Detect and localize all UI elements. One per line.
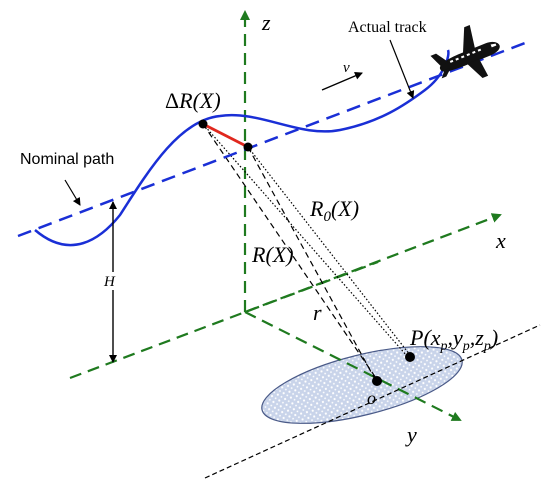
delta-r-segment xyxy=(202,122,249,149)
h-label: H xyxy=(103,274,116,290)
x-axis-near xyxy=(69,260,379,380)
velocity-label: v xyxy=(343,60,350,76)
target-point xyxy=(405,352,415,362)
r0-line-a xyxy=(202,123,408,357)
r-label: r xyxy=(313,300,322,325)
delta-r-label: ΔR(X) xyxy=(165,88,221,113)
x-axis-label: x xyxy=(495,228,506,253)
axes xyxy=(69,10,502,421)
nominal-path-label: Nominal path xyxy=(20,151,114,168)
actual-track-leader xyxy=(389,39,415,99)
range-lines xyxy=(202,123,411,382)
r0-label: R0(X) xyxy=(309,196,359,225)
velocity-arrow xyxy=(321,72,363,91)
origin-label: o xyxy=(367,388,376,408)
y-axis-label: y xyxy=(405,422,417,447)
r-line xyxy=(247,146,377,382)
nominal-path-line xyxy=(17,41,526,238)
nominal-path-leader xyxy=(64,179,81,206)
y-axis-line xyxy=(244,311,462,421)
airplane-icon xyxy=(430,24,500,79)
actual-position-point xyxy=(198,119,208,129)
rx-label: R(X) xyxy=(251,242,294,267)
actual-track-label: Actual track xyxy=(348,19,427,36)
nominal-position-point xyxy=(243,142,253,152)
rx-line xyxy=(202,123,379,382)
ground-line xyxy=(204,324,541,479)
actual-track-curve xyxy=(34,49,450,247)
z-axis-label: z xyxy=(261,10,271,35)
origin-point xyxy=(372,376,382,386)
target-point-label: P(xp,yp,zp) xyxy=(409,325,498,354)
